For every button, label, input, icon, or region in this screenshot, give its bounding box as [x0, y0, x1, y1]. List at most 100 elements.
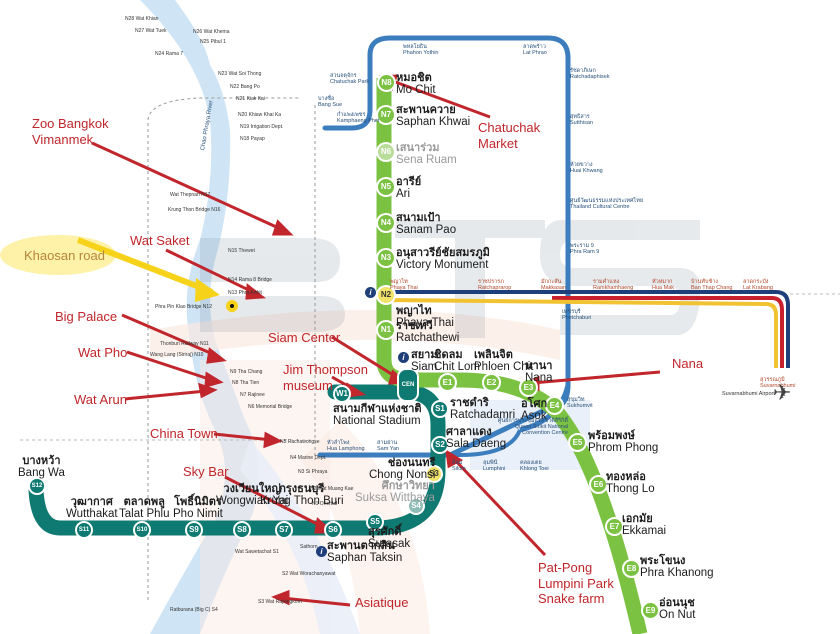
station-badge-n7[interactable]: N7 [376, 105, 396, 125]
station-badge-n5[interactable]: N5 [376, 177, 396, 197]
station-badge-n3[interactable]: N3 [376, 248, 396, 268]
station-badge-s3[interactable]: S3 [425, 465, 443, 483]
pier-8[interactable]: N8 Tha Tien [232, 380, 260, 386]
pier-26[interactable]: N26 Wat Khema [193, 29, 230, 35]
pier-16[interactable]: Krung Thon Bridge N16 [168, 207, 221, 213]
pier-28[interactable]: N28 Wat Khian [125, 16, 159, 22]
station-badge-e9[interactable]: E9 [641, 601, 660, 620]
pier-21[interactable]: N21 Kiak Kai [236, 96, 265, 102]
station-badge-s2[interactable]: S2 [431, 436, 449, 454]
station-krung-thon-buri[interactable]: กรุงธนบุรีKrung Thon Buri [260, 483, 344, 508]
pier-17[interactable]: Wat Thepnari N17 [170, 192, 211, 198]
pier-19[interactable]: N19 Irrigation Dept. [240, 124, 284, 130]
pier-11[interactable]: Thonburi Railway N11 [160, 341, 209, 347]
pier-7[interactable]: N7 Rajinee [240, 392, 265, 398]
pier-6[interactable]: N6 Memorial Bridge [248, 404, 293, 410]
station-badge-s10[interactable]: S10 [133, 521, 151, 539]
station-chong-nonsi[interactable]: ช่องนนทรีChong Nonsi [369, 457, 436, 482]
station-badge-n2[interactable]: N2 [376, 285, 396, 305]
pier-14[interactable]: N14 Rama 8 Bridge [228, 277, 272, 283]
station-badge-e2[interactable]: E2 [482, 373, 501, 392]
pier-18[interactable]: N18 Payap [240, 136, 265, 142]
pier-s2[interactable]: S2 Wat Worachanyawat [282, 571, 336, 577]
station-surasak[interactable]: สุรศักดิ์Surasak [368, 526, 411, 551]
station-badge-s7[interactable]: S7 [275, 521, 293, 539]
station-badge-e4[interactable]: E4 [545, 396, 564, 415]
station-badge-s1[interactable]: S1 [431, 400, 449, 418]
station-badge-e8[interactable]: E8 [622, 559, 641, 578]
station-badge-n1[interactable]: N1 [376, 320, 396, 340]
pier-10[interactable]: Wang Lang (Siriraj) N10 [150, 352, 204, 358]
pier-22[interactable]: N22 Bang Po [230, 84, 260, 90]
pier-2[interactable]: N2 Wat Muang Kae [310, 486, 354, 492]
pier-25[interactable]: N25 Pibul 1 [200, 39, 226, 45]
station-badge-s11[interactable]: S11 [75, 521, 93, 539]
station-national-stadium[interactable]: สนามกีฬาแห่งชาติNational Stadium [333, 403, 422, 428]
station-badge-cen[interactable]: CEN [397, 368, 419, 402]
pier-20[interactable]: N20 Khiaw Khai Ka [238, 112, 282, 118]
pier-23[interactable]: N23 Wat Soi Thong [218, 71, 262, 77]
pier-15[interactable]: N15 Thewet [228, 248, 255, 254]
pier-5[interactable]: N5 Rachawongse [280, 439, 320, 445]
station-badge-n6[interactable]: N6 [376, 142, 396, 162]
station-badge-e7[interactable]: E7 [605, 517, 624, 536]
pier-1[interactable]: N1 Oriental [312, 501, 338, 507]
arl-station-suvarnabhumi[interactable]: สุวรรณภูมิSuvarnabhumi [760, 377, 796, 390]
pier-sathorn[interactable]: Sathorn [300, 544, 318, 550]
station-phrom-phong[interactable]: พร้อมพงษ์Phrom Phong [588, 430, 659, 455]
station-talat-phlu[interactable]: ตลาดพลูTalat Phlu [119, 496, 170, 521]
pier-4[interactable]: N4 Marine Dept. [290, 455, 327, 461]
station-badge-e3[interactable]: E3 [519, 378, 538, 397]
pier-13[interactable]: N13 Phra Arthit [228, 290, 262, 296]
station-badge-s9[interactable]: S9 [185, 521, 203, 539]
pier-3[interactable]: N3 Si Phraya [298, 469, 328, 475]
mrt-station-lumphini[interactable]: ลุมพินีLumphini [483, 460, 506, 473]
station-badge-e6[interactable]: E6 [589, 475, 608, 494]
station-badge-n8[interactable]: N8 [377, 73, 396, 92]
pier-s4[interactable]: Ratburana (Big C) S4 [170, 607, 218, 613]
pier-24[interactable]: N24 Rama 7 [155, 51, 184, 57]
station-badge-w1[interactable]: W1 [333, 385, 351, 403]
pier-27[interactable]: N27 Wat Tuek [135, 28, 167, 34]
station-badge-n4[interactable]: N4 [376, 213, 396, 233]
station-ari[interactable]: อารีย์Ari [396, 176, 422, 201]
pier-12[interactable]: Phra Pin Klao Bridge N12 [155, 304, 212, 310]
station-wongwian-yai[interactable]: วงเวียนใหญ่Wongwian Yai [216, 483, 289, 508]
station-badge-e1[interactable]: E1 [438, 373, 457, 392]
station-badge-e5[interactable]: E5 [568, 433, 587, 452]
pier-s1[interactable]: Wat Sawetachat S1 [235, 549, 279, 555]
